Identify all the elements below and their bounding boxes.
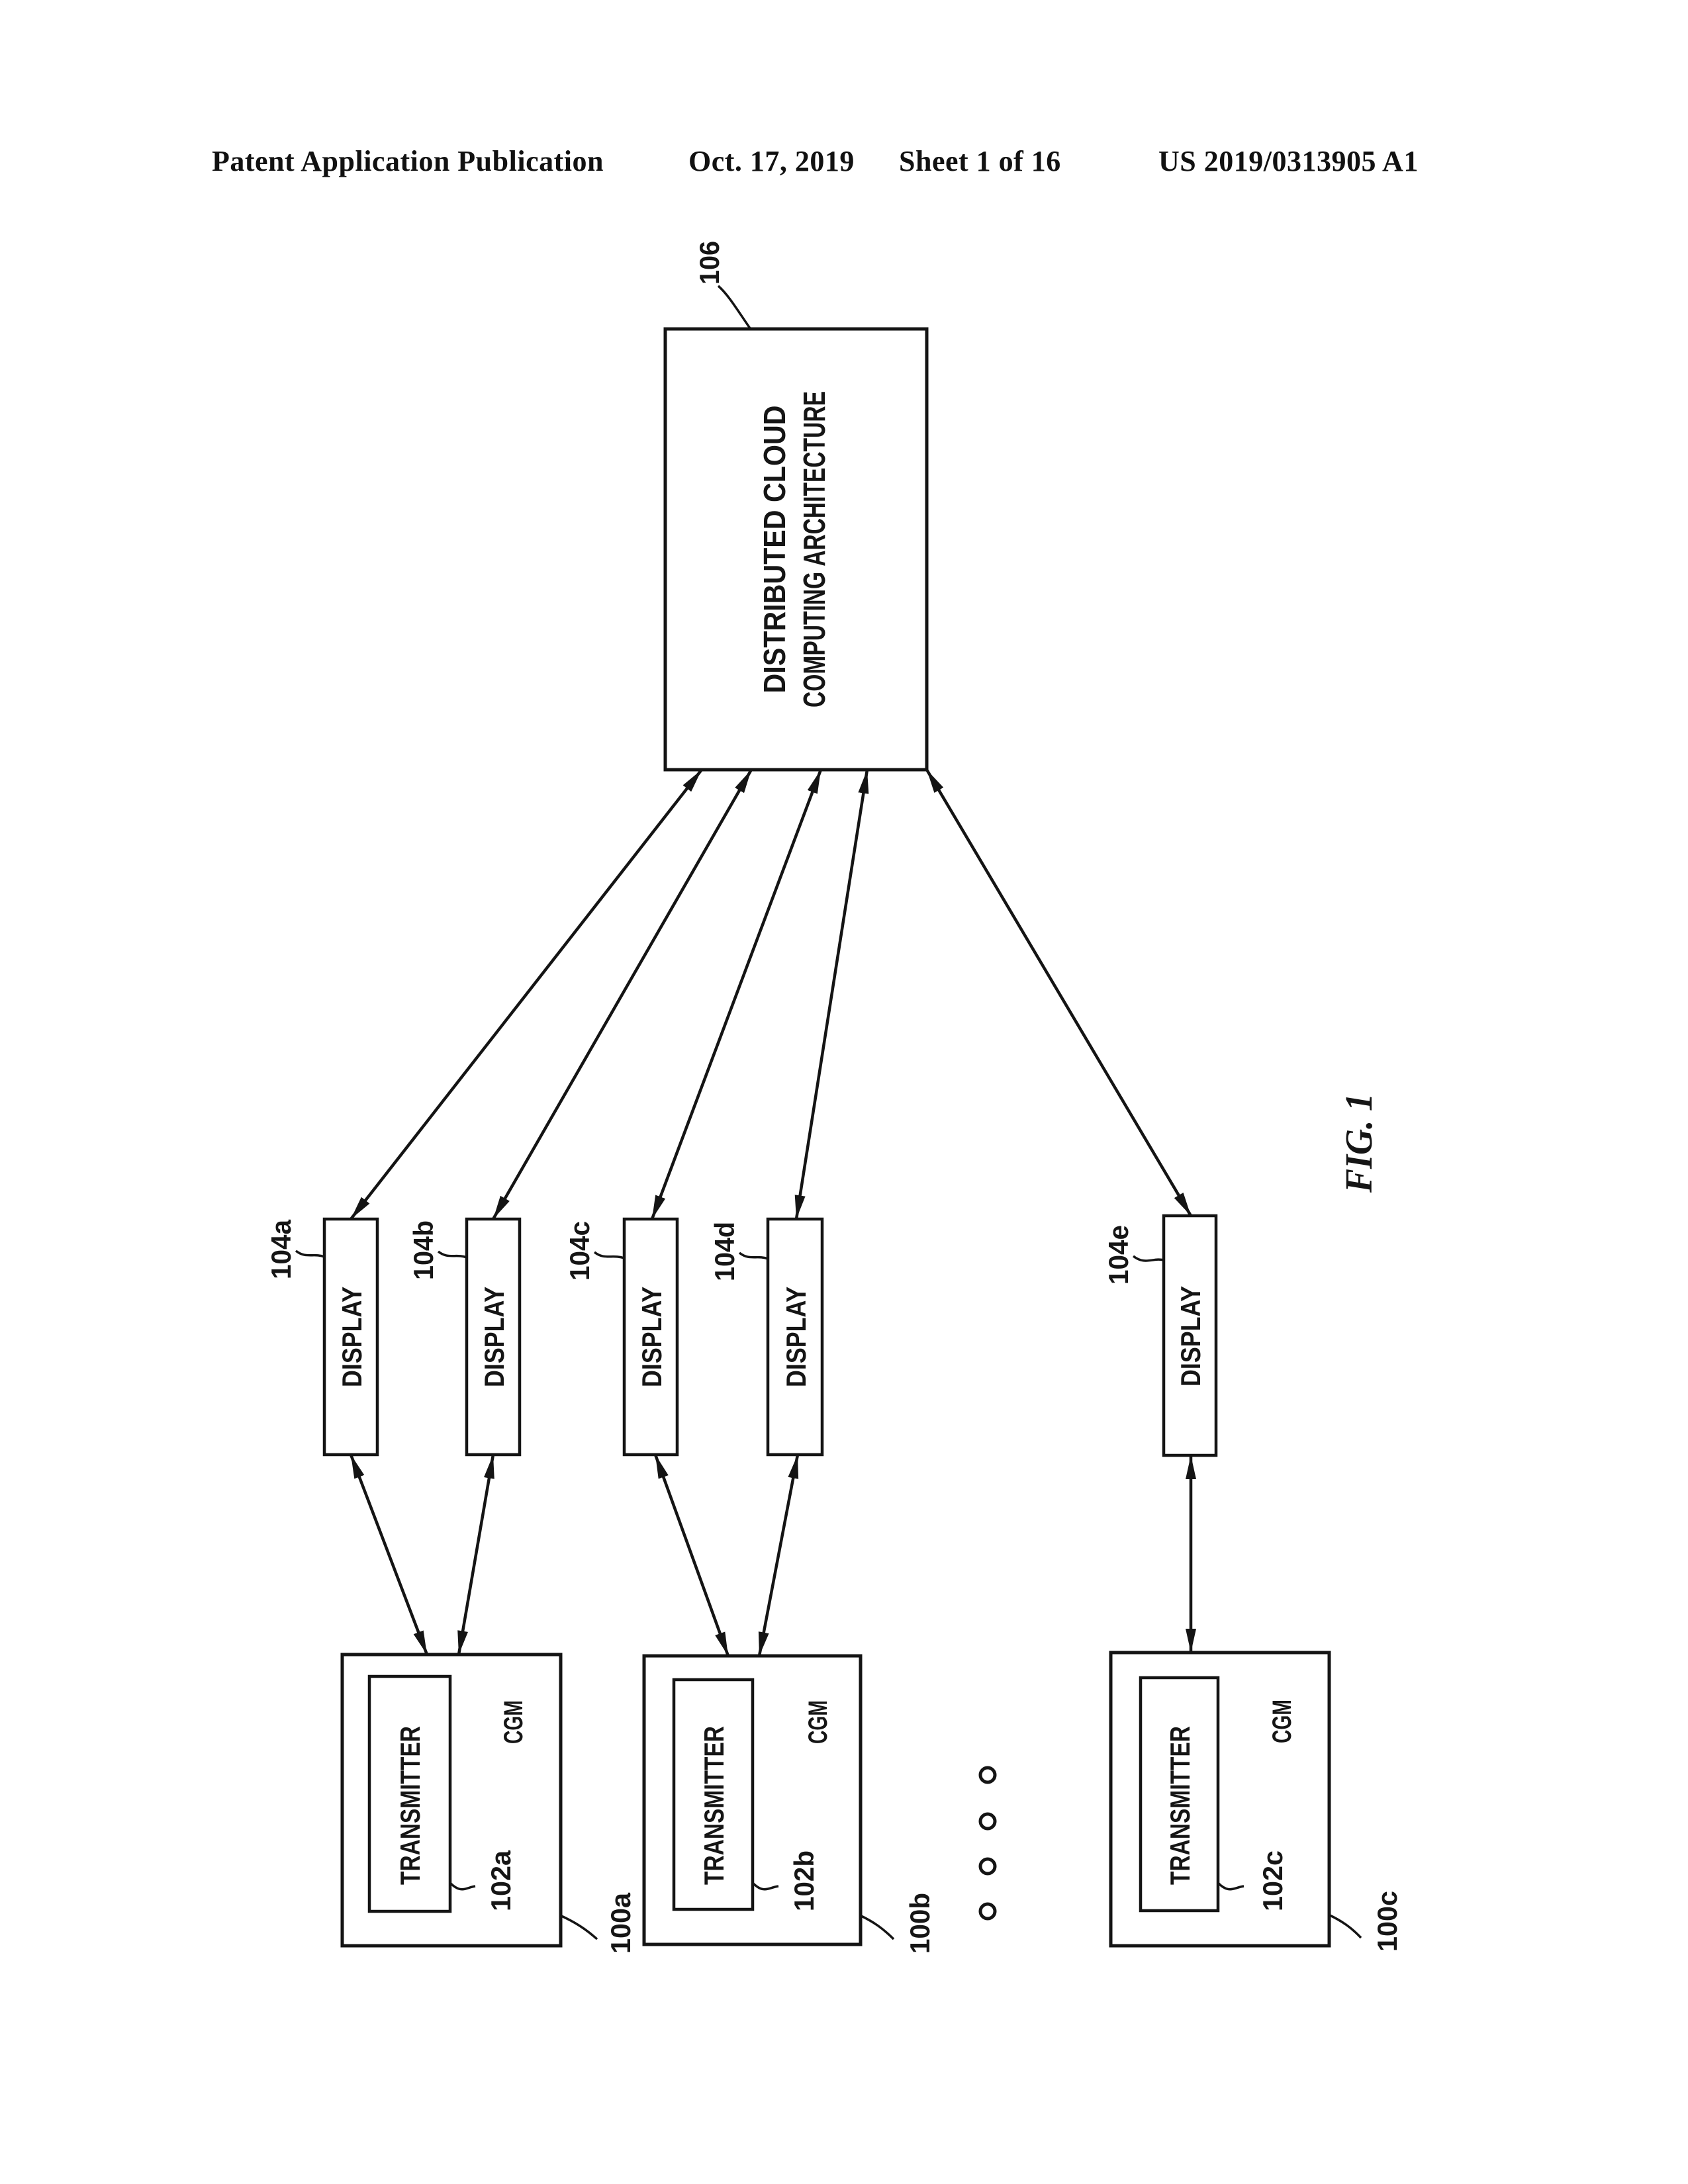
ellipsis-dot [978,1857,997,1876]
cgm-label-100b: CGM [804,1700,833,1744]
header-date: Oct. 17, 2019 [688,145,855,177]
transmitter-box-102a [367,1674,452,1913]
leader-100a [559,1914,598,1940]
leader-100b [859,1914,895,1940]
display-box-104d [766,1217,824,1457]
cgm-unit-100a: TRANSMITTER CGM 102a 100a [340,1653,636,1954]
cloud-display-links [350,768,1192,1220]
display-cgm-links [349,1454,1196,1657]
display-block-104b: DISPLAY 104b [408,1217,522,1457]
cloud-box [663,327,929,772]
transmitter-label-102b: TRANSMITTER [698,1726,729,1885]
leader-102a [449,1882,476,1891]
ellipsis-dot [978,1902,997,1921]
arrow-display104d-cgm100b [757,1454,800,1657]
ref-102a: 102a [485,1850,516,1911]
arrow-display104a-cgm100a [349,1454,429,1655]
ref-100c: 100c [1372,1891,1403,1952]
transmitter-box-102c [1139,1676,1220,1913]
ellipsis-dots [978,1766,997,1921]
leader-100c [1328,1913,1362,1939]
leader-102b [751,1882,779,1891]
display-box-104b [465,1217,522,1457]
arrow-cloud-display-104c [650,769,823,1220]
arrow-cloud-display-104d [794,769,869,1220]
leader-104a [295,1250,325,1258]
display-box-104c [622,1217,679,1457]
display-block-104d: DISPLAY 104d [709,1217,824,1457]
transmitter-label-102c: TRANSMITTER [1164,1726,1196,1885]
transmitter-label-102a: TRANSMITTER [395,1726,426,1885]
header-publication: Patent Application Publication [212,145,604,177]
transmitter-box-102b [672,1678,755,1911]
arrow-cloud-display-104b [492,768,753,1220]
ellipsis-dot [978,1812,997,1831]
cloud-title-line2: COMPUTING ARCHITECTURE [797,391,831,707]
arrow-display104c-cgm100b [653,1454,730,1657]
leader-104d [738,1251,769,1260]
header-patent-number: US 2019/0313905 A1 [1158,145,1419,177]
display-label-104c: DISPLAY [636,1287,667,1387]
display-block-104e: DISPLAY 104e [1103,1214,1218,1457]
cgm-label-100c: CGM [1268,1700,1297,1743]
header-sheet-number: Sheet 1 of 16 [899,145,1061,177]
ref-104a: 104a [265,1219,297,1279]
ref-102b: 102b [788,1850,820,1911]
cgm-unit-100c: TRANSMITTER CGM 102c 100c [1109,1651,1403,1952]
display-box-104e [1162,1214,1218,1457]
arrow-cloud-display-104e [925,768,1192,1217]
display-box-104a [322,1217,379,1457]
cgm-unit-100b: TRANSMITTER CGM 102b 100b [642,1654,935,1954]
ref-104b: 104b [408,1220,439,1280]
ref-106: 106 [694,241,725,285]
arrow-cloud-display-104a [350,768,703,1220]
cloud-title-line1: DISTRIBUTED CLOUD [757,406,792,694]
leader-104e [1132,1255,1164,1262]
display-label-104a: DISPLAY [336,1287,367,1387]
ref-100a: 100a [605,1892,636,1954]
display-label-104d: DISPLAY [780,1287,812,1387]
display-block-104c: DISPLAY 104c [564,1217,679,1457]
leader-104b [437,1250,467,1259]
ref-104d: 104d [709,1222,740,1281]
display-block-104a: DISPLAY 104a [265,1217,379,1457]
figure-label: FIG. 1 [1337,1093,1380,1193]
ref-100b: 100b [904,1893,935,1954]
leader-102c [1217,1882,1244,1891]
display-label-104e: DISPLAY [1175,1286,1206,1387]
ref-104c: 104c [564,1221,595,1281]
cgm-label-100a: CGM [499,1700,528,1744]
cloud-architecture-block: DISTRIBUTED CLOUD COMPUTING ARCHITECTURE… [663,241,929,772]
leader-104c [593,1251,625,1259]
ellipsis-dot [978,1766,997,1784]
leader-106 [717,285,751,329]
ref-102c: 102c [1257,1850,1288,1911]
ref-104e: 104e [1103,1225,1134,1285]
display-label-104b: DISPLAY [479,1287,510,1387]
arrow-display104b-cgm100a [457,1454,495,1655]
